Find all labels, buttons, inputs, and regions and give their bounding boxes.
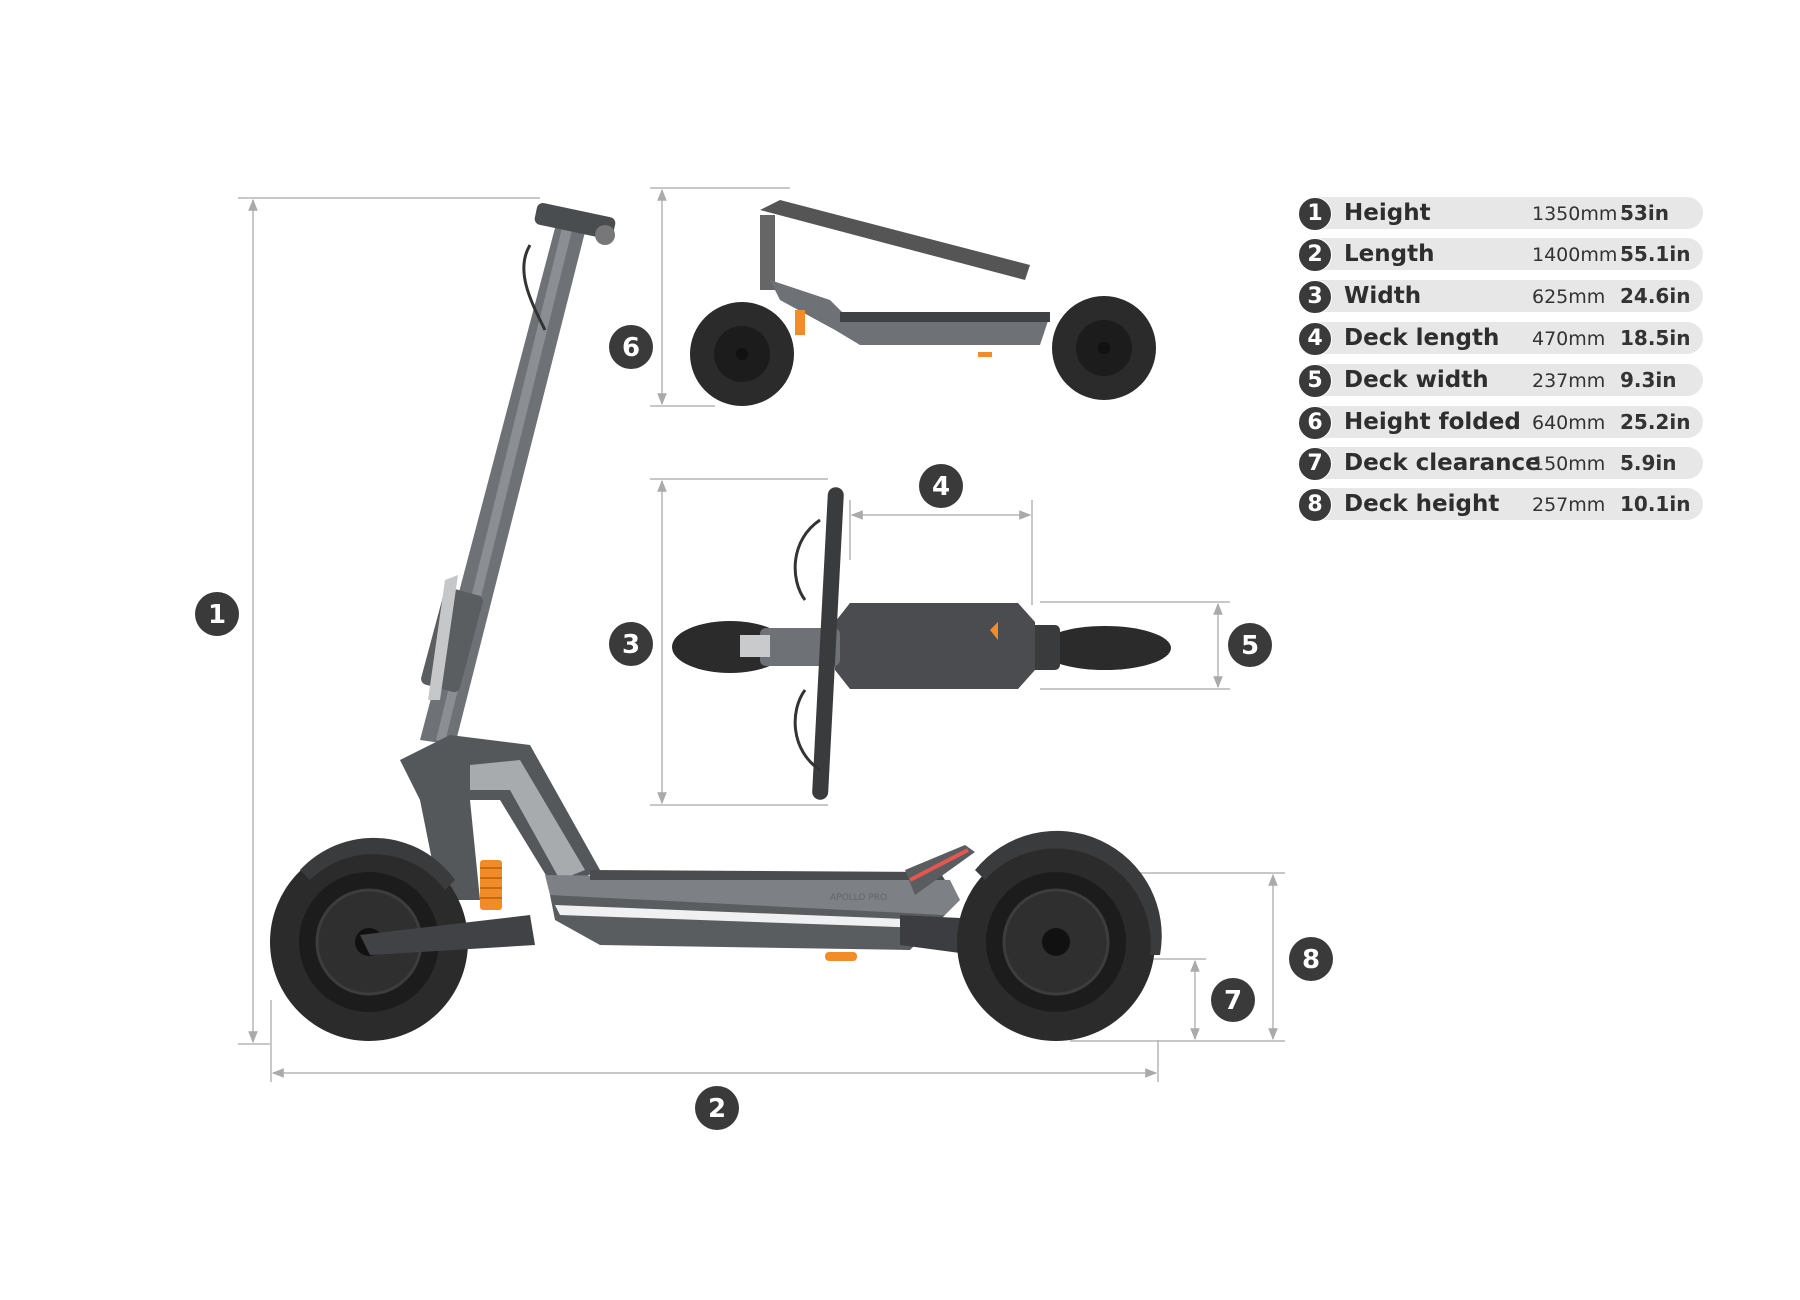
spec-label: Height: [1344, 200, 1431, 226]
spec-value-mm: 470mm: [1532, 328, 1606, 350]
scooter-folded-view: [690, 200, 1156, 406]
svg-text:3: 3: [622, 630, 640, 660]
spec-pill: [1300, 197, 1703, 229]
spec-pill: [1300, 406, 1703, 438]
deck-logo: APOLLO PRO: [830, 893, 887, 903]
badge-6: 6: [609, 325, 653, 369]
spec-number-badge: 1: [1298, 197, 1332, 231]
scooter-top-view: [672, 487, 1171, 800]
badge-4: 4: [919, 464, 963, 508]
spec-label: Width: [1344, 283, 1422, 309]
spec-value-in: 24.6in: [1620, 284, 1691, 308]
badge-8: 8: [1289, 937, 1333, 981]
spec-row: 5 Deck width 237mm 9.3in: [1288, 364, 1703, 398]
spec-pill: [1300, 238, 1703, 270]
spec-label: Deck height: [1344, 491, 1500, 517]
spec-value-in: 25.2in: [1620, 410, 1691, 434]
spec-label: Deck clearance: [1344, 450, 1541, 476]
scooter-side-view: APOLLO PRO: [270, 203, 1162, 1041]
badge-3: 3: [609, 622, 653, 666]
spec-label: Deck length: [1344, 325, 1500, 351]
diagram-badges: 1 2 3 4 5 6 7 8: [195, 325, 1333, 1130]
badge-5: 5: [1228, 623, 1272, 667]
badge-7: 7: [1211, 978, 1255, 1022]
spec-value-mm: 1400mm: [1532, 244, 1618, 266]
spec-value-mm: 237mm: [1532, 370, 1606, 392]
spec-row: 2 Length 1400mm 55.1in: [1288, 238, 1703, 272]
badge-2: 2: [695, 1086, 739, 1130]
spec-value-in: 55.1in: [1620, 242, 1691, 266]
spec-number-badge: 5: [1298, 364, 1332, 398]
spec-row: 1 Height 1350mm 53in: [1288, 197, 1703, 231]
svg-text:2: 2: [708, 1094, 726, 1124]
spec-value-in: 10.1in: [1620, 492, 1691, 516]
spec-number-badge: 6: [1298, 406, 1332, 440]
spec-number-badge: 2: [1298, 238, 1332, 272]
spec-row: 7 Deck clearance 150mm 5.9in: [1288, 447, 1703, 481]
spec-number-badge: 4: [1298, 322, 1332, 356]
spec-value-in: 9.3in: [1620, 368, 1677, 392]
dimension-lines: [238, 187, 1285, 1082]
spec-number-badge: 3: [1298, 280, 1332, 314]
spec-row: 3 Width 625mm 24.6in: [1288, 280, 1703, 314]
spec-row: 8 Deck height 257mm 10.1in: [1288, 488, 1703, 522]
spec-pill: [1300, 364, 1703, 396]
spec-label: Length: [1344, 241, 1435, 267]
spec-value-mm: 257mm: [1532, 494, 1606, 516]
spec-pill: [1300, 322, 1703, 354]
spec-value-mm: 625mm: [1532, 286, 1606, 308]
svg-text:4: 4: [932, 472, 950, 502]
spec-row: 4 Deck length 470mm 18.5in: [1288, 322, 1703, 356]
spec-row: 6 Height folded 640mm 25.2in: [1288, 406, 1703, 440]
spec-value-in: 18.5in: [1620, 326, 1691, 350]
spec-pill: [1300, 447, 1703, 479]
svg-text:7: 7: [1224, 986, 1242, 1016]
svg-text:5: 5: [1241, 631, 1259, 661]
svg-text:6: 6: [622, 333, 640, 363]
spec-label: Height folded: [1344, 409, 1521, 435]
spec-value-in: 5.9in: [1620, 451, 1677, 475]
spec-pill: [1300, 280, 1703, 312]
spec-number-badge: 8: [1298, 488, 1332, 522]
spec-number-badge: 7: [1298, 447, 1332, 481]
spec-pill: [1300, 488, 1703, 520]
spec-value-mm: 150mm: [1532, 453, 1606, 475]
svg-text:8: 8: [1302, 945, 1320, 975]
spec-label: Deck width: [1344, 367, 1489, 393]
badge-1: 1: [195, 592, 239, 636]
spec-value-mm: 1350mm: [1532, 203, 1618, 225]
spec-value-mm: 640mm: [1532, 412, 1606, 434]
svg-text:1: 1: [208, 600, 226, 630]
spec-value-in: 53in: [1620, 201, 1669, 225]
